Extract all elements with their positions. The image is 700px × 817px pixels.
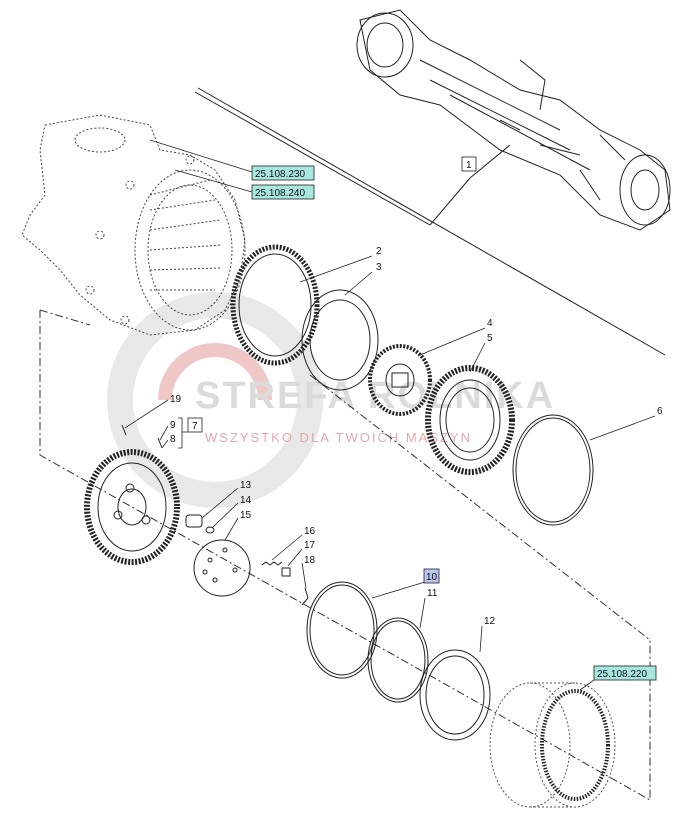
part-label-2[interactable]: 2 <box>376 246 382 257</box>
hub-housing <box>21 114 246 336</box>
part-1[interactable]: 1 <box>461 156 477 172</box>
part-label-19[interactable]: 19 <box>170 394 182 405</box>
ref-label-25-108-240: 25.108.240 <box>255 188 305 199</box>
ref-box-25-108-230[interactable]: 25.108.230 <box>251 165 315 181</box>
small-parts <box>121 424 309 606</box>
bracket-7 <box>178 417 188 449</box>
ring-gear-teeth <box>540 689 610 801</box>
part-label-4[interactable]: 4 <box>487 318 493 329</box>
part-label-3[interactable]: 3 <box>376 262 382 273</box>
part-label-8[interactable]: 8 <box>170 434 176 445</box>
part-label-14[interactable]: 14 <box>240 495 252 506</box>
part-label-16[interactable]: 16 <box>304 526 316 537</box>
part-7[interactable]: 7 <box>187 417 203 433</box>
part-label-1: 1 <box>466 160 472 171</box>
ref-label-25-108-220: 25.108.220 <box>597 669 647 680</box>
plate-3 <box>301 289 379 391</box>
part-label-10: 10 <box>426 572 438 583</box>
part-label-18[interactable]: 18 <box>304 555 316 566</box>
snap-ring-6 <box>512 414 594 526</box>
axle-assembly <box>356 9 671 231</box>
part-label-15[interactable]: 15 <box>240 510 252 521</box>
part-label-11[interactable]: 11 <box>427 588 438 599</box>
part-label-9[interactable]: 9 <box>170 420 176 431</box>
ref-label-25-108-230: 25.108.230 <box>255 169 305 180</box>
sun-gear-4 <box>368 344 432 416</box>
ref-box-25-108-220[interactable]: 25.108.220 <box>593 665 657 681</box>
part-label-13[interactable]: 13 <box>240 480 252 491</box>
ref-box-25-108-240[interactable]: 25.108.240 <box>251 184 315 200</box>
part-label-17[interactable]: 17 <box>304 540 316 551</box>
ring-gear-2 <box>230 244 320 366</box>
watermark: STREFA ROLNIKA WSZYSTKO DLA TWOICH MASZY… <box>107 292 553 508</box>
part-label-7: 7 <box>192 421 198 432</box>
part-label-5[interactable]: 5 <box>487 333 493 344</box>
seal-rings <box>306 581 491 741</box>
part-label-12[interactable]: 12 <box>484 616 496 627</box>
ring-gear-5 <box>425 365 515 475</box>
part-label-6[interactable]: 6 <box>657 406 663 417</box>
leader-lines <box>124 139 656 691</box>
outer-ring-gear <box>489 682 616 808</box>
watermark-subtitle: WSZYSTKO DLA TWOICH MASZYN <box>205 430 472 445</box>
part-10[interactable]: 10 <box>423 568 440 584</box>
planet-carrier <box>84 449 180 565</box>
group-outline <box>39 309 651 801</box>
